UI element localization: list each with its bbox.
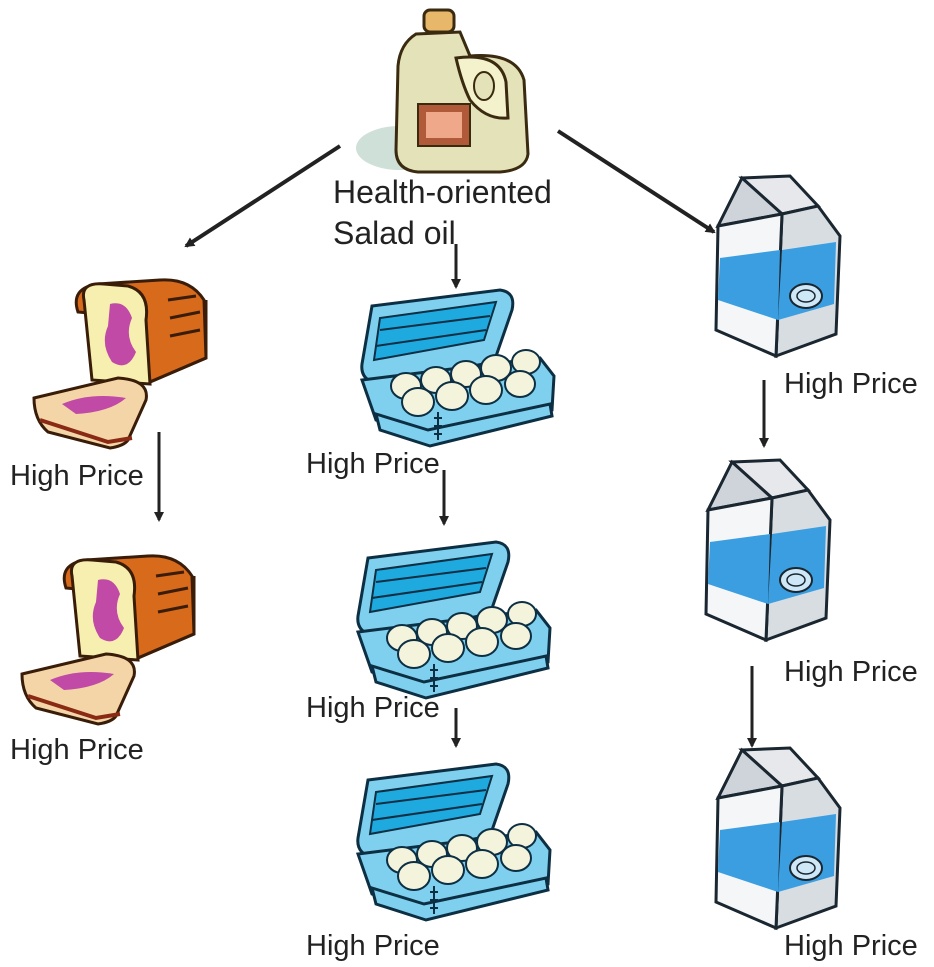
egg-carton-icon <box>356 540 552 700</box>
source-title: Health-oriented Salad oil <box>333 172 552 254</box>
eggs-label-1: High Price <box>306 448 440 480</box>
eggs-label-2: High Price <box>306 692 440 724</box>
milk-label-2: High Price <box>784 656 918 688</box>
milk-carton-icon <box>714 174 842 358</box>
milk-label-3: High Price <box>784 930 918 962</box>
egg-carton-icon <box>360 288 556 448</box>
milk-label-1: High Price <box>784 368 918 400</box>
source-arrows <box>184 129 716 289</box>
bread-label-1: High Price <box>10 460 144 492</box>
bread-label-2: High Price <box>10 734 144 766</box>
milk-carton-icon <box>704 458 832 642</box>
salad-oil-bottle-icon <box>356 8 530 174</box>
bread-loaf-icon <box>32 277 208 450</box>
eggs-label-3: High Price <box>306 930 440 962</box>
source-title-line1: Health-oriented <box>333 174 552 210</box>
bread-loaf-icon <box>20 553 196 726</box>
source-title-line2: Salad oil <box>333 214 456 251</box>
egg-carton-icon <box>356 762 552 922</box>
milk-carton-icon <box>714 746 842 930</box>
